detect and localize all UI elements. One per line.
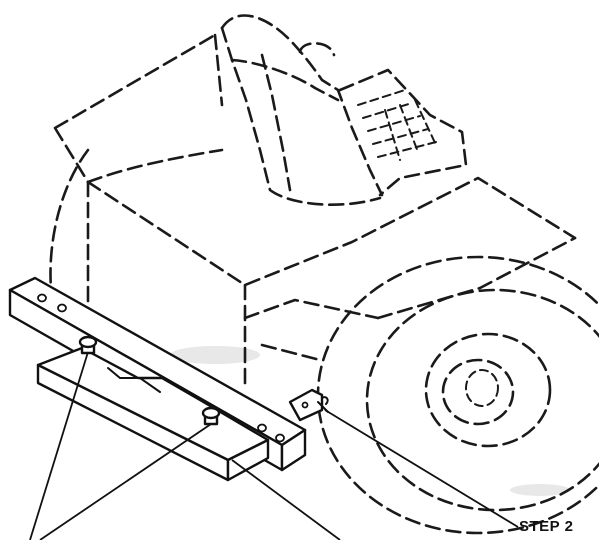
bracket-hole — [257, 423, 267, 433]
front-wheel-inner-ring — [441, 358, 515, 426]
dash-grille — [357, 89, 437, 161]
dash-panel — [338, 68, 468, 197]
front-wheel-tread — [365, 288, 599, 512]
shading-smudge — [170, 346, 260, 364]
leader-lines — [29, 351, 519, 540]
leader-step-2 — [324, 409, 519, 528]
bolt-right — [201, 406, 221, 426]
tractor-outline — [49, 14, 599, 535]
bracket-hole — [57, 303, 67, 313]
leader-bolt-left — [29, 351, 89, 540]
weight-block — [36, 346, 270, 482]
seat-knob — [298, 42, 336, 57]
front-wheel-hub — [465, 369, 499, 407]
seat-bolster — [230, 58, 340, 102]
seat-front-edge — [220, 26, 382, 206]
leader-bolt-right — [39, 423, 212, 540]
body-lower-right — [260, 343, 322, 362]
top-deck — [86, 176, 577, 287]
step-2-label: STEP 2 — [519, 518, 574, 535]
deck-rear-edge — [86, 148, 224, 184]
mounting-clip — [288, 388, 329, 422]
bolt-left — [78, 335, 98, 355]
seat-inner-fold — [260, 53, 292, 192]
bracket-end-cap — [280, 428, 307, 472]
bracket-hole — [275, 433, 285, 443]
rear-panel — [53, 33, 224, 184]
shading-smudge — [510, 484, 570, 496]
block-end — [226, 438, 270, 482]
leader-block — [231, 459, 341, 540]
block-notch — [107, 367, 161, 393]
bracket-hole — [37, 293, 47, 303]
front-fender — [376, 236, 577, 320]
front-wheel-rim — [424, 332, 552, 448]
seat-back — [220, 14, 384, 197]
